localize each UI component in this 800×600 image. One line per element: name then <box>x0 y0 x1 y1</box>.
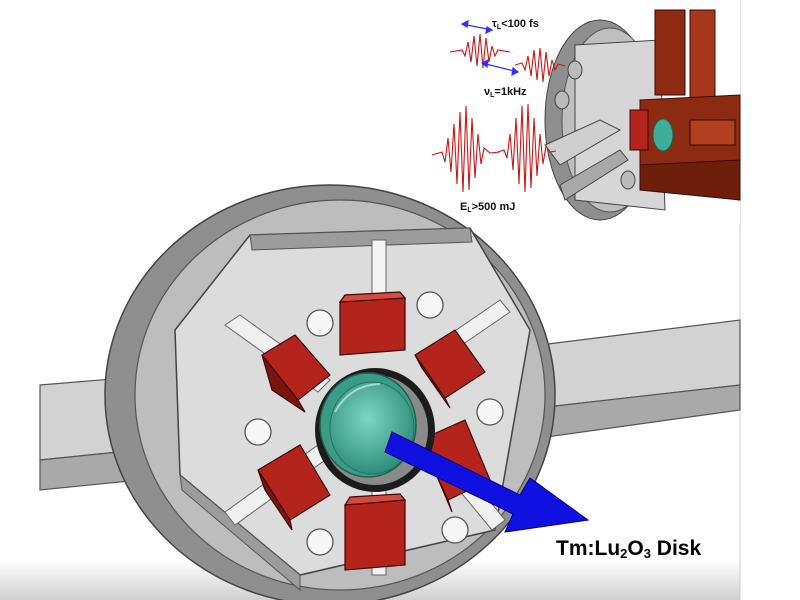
pulse-energy-label: EL>500 mJ <box>460 201 515 214</box>
disk-pointer-arrow <box>384 431 590 533</box>
clamp-blocks <box>257 291 491 571</box>
pulse-arrows-top <box>460 19 520 77</box>
clamp-block-lower-left <box>257 444 331 531</box>
screw-hole <box>306 528 334 556</box>
clamp-block-upper-left <box>261 334 331 413</box>
inset-copper-mount <box>629 9 741 201</box>
screw-hole <box>244 418 272 446</box>
inset-flange <box>544 19 666 221</box>
pulse-train-energy <box>431 103 557 193</box>
screw-hole <box>416 291 444 319</box>
screw-holes <box>244 291 504 556</box>
repetition-rate-label: νL=1kHz <box>484 86 527 99</box>
clamp-block-bottom <box>343 493 407 571</box>
screw-hole <box>306 309 334 337</box>
clamp-block-upper-right <box>414 329 486 409</box>
laser-setup-inset <box>544 0 741 225</box>
screw-hole <box>476 398 504 426</box>
pulse-duration-label: τL<100 fs <box>492 18 539 31</box>
pulse-train-top <box>449 33 566 83</box>
crystal-holder <box>315 368 435 492</box>
disk-label: Tm:Lu2O3 Disk <box>556 537 702 561</box>
screw-hole <box>441 516 469 544</box>
clamp-block-top <box>338 291 407 356</box>
